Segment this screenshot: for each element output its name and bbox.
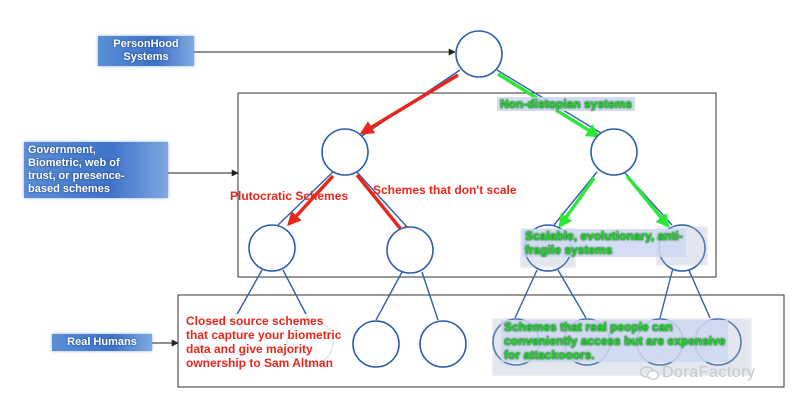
label-closed-source-schemes: Closed source schemes that capture your … xyxy=(184,314,344,370)
label-personhood-systems: PersonHood Systems xyxy=(98,36,194,66)
label-government-schemes: Government, Biometric, web of trust, or … xyxy=(24,142,168,198)
red-arrow-root-left xyxy=(359,73,459,135)
red-arrow-left-rightchild xyxy=(355,173,410,241)
node-left-left xyxy=(248,224,296,272)
node-leaf-3 xyxy=(352,320,400,368)
label-real-people-schemes: Schemes that real people can convenientl… xyxy=(501,320,729,362)
red-arrows xyxy=(287,73,459,241)
wechat-icon xyxy=(640,366,660,380)
label-scalable-antifragile: Scalable, evolutionary, anti- fragile sy… xyxy=(522,229,686,257)
node-left xyxy=(321,128,369,176)
label-non-distopian-systems: Non-distopian systems xyxy=(497,97,636,111)
node-left-right xyxy=(386,226,434,274)
label-real-humans: Real Humans xyxy=(52,334,152,351)
label-plutocratic-schemes: Plutocratic Schemes xyxy=(230,189,349,203)
node-root xyxy=(455,30,503,78)
node-leaf-4 xyxy=(419,320,467,368)
green-arrow-right-leftchild xyxy=(558,176,596,229)
green-arrow-right-rightchild xyxy=(625,174,670,229)
watermark-text: DoraFactory xyxy=(662,364,756,381)
pointer-arrows xyxy=(150,48,456,347)
label-schemes-dont-scale: Schemes that don't scale xyxy=(373,183,517,197)
node-right xyxy=(590,128,638,176)
red-arrow-left-leftchild xyxy=(287,174,335,227)
middle-group-box xyxy=(237,92,717,278)
